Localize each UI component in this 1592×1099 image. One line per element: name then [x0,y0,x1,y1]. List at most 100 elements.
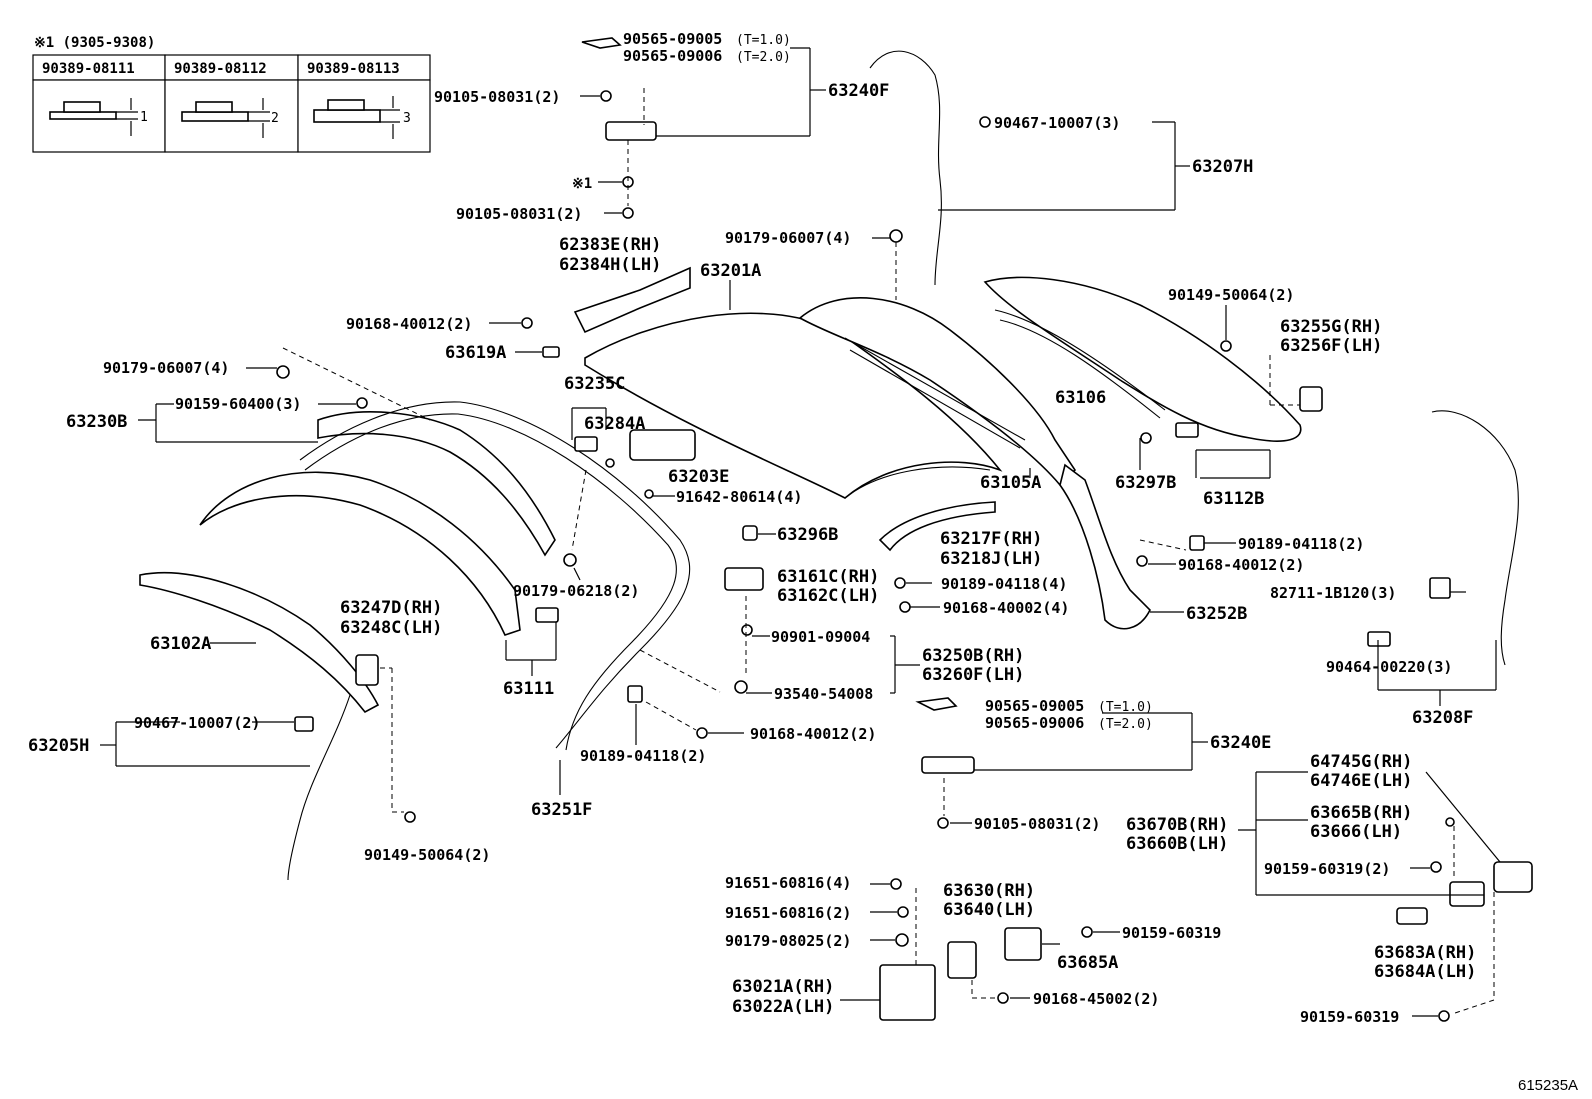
label-90565-09005-b: 90565-09005 [985,697,1084,715]
label-91642-80614-4: 91642-80614(4) [676,488,802,506]
label-thickness-1-a: (T=1.0) [736,33,791,48]
handle-64745G-shape [1493,861,1533,893]
label-90168-40012-a: 90168-40012(2) [346,315,472,333]
label-90565-09006-b: 90565-09006 [985,714,1084,732]
bracket-63685A-shape [1004,927,1042,961]
label-thickness-2-a: (T=2.0) [736,50,791,65]
spacer-table: ※1 (9305-9308) 90389-08111 90389-08112 9… [32,35,431,153]
latch-63670B-shape [1449,881,1485,907]
label-63201A: 63201A [700,261,761,281]
label-63666: 63666(LH) [1310,822,1402,842]
label-thickness-2-b: (T=2.0) [1098,717,1153,732]
leader-lines [100,47,1501,1017]
label-64745G: 64745G(RH) [1310,752,1412,772]
label-82711-1B120-3: 82711-1B120(3) [1270,584,1396,602]
label-90149-50064-b: 90149-50064(2) [364,846,490,864]
shim-90565-b-shape [915,697,958,711]
label-mark-1: ※1 [572,176,592,192]
label-63252B: 63252B [1186,604,1247,624]
clip-90464-shape [1367,631,1391,647]
front-rail-shape [139,571,380,714]
label-90168-40012-c: 90168-40012(2) [750,725,876,743]
label-64746E: 64746E(LH) [1310,771,1412,791]
label-90179-08025-2: 90179-08025(2) [725,932,851,950]
clip-82711-shape [1429,577,1451,599]
label-63240E: 63240E [1210,733,1271,753]
label-90149-50064-a: 90149-50064(2) [1168,286,1294,304]
label-63207H: 63207H [1192,157,1253,177]
label-63240F: 63240F [828,81,889,101]
label-90179-06218-2: 90179-06218(2) [513,582,639,600]
label-90565-09005-a: 90565-09005 [623,30,722,48]
label-90105-08031-a: 90105-08031(2) [434,88,560,106]
bracket-63630-shape [947,941,977,979]
label-90189-04118-b: 90189-04118(2) [580,747,706,765]
side-rail-rear-shape [1059,463,1151,630]
label-90467-10007-3: 90467-10007(3) [994,114,1120,132]
cushion-63296B-shape [742,525,758,541]
label-63284A: 63284A [584,414,645,434]
label-90159-60400-3: 90159-60400(3) [175,395,301,413]
label-63297B: 63297B [1115,473,1176,493]
label-90168-45002-2: 90168-45002(2) [1033,990,1159,1008]
rear-header-shape [798,297,1077,487]
label-63640: 63640(LH) [943,900,1035,920]
label-90179-06007-a: 90179-06007(4) [725,229,851,247]
label-63106: 63106 [1055,388,1106,408]
spacer-sketch-2: 2 [181,98,279,138]
label-90565-09006-a: 90565-09006 [623,47,722,65]
svg-text:1: 1 [140,110,148,125]
rear-cable-63207H-shape [869,50,942,286]
label-90105-08031-c: 90105-08031(2) [974,815,1100,833]
spacer-table-note: ※1 (9305-9308) [34,35,155,51]
label-63230B: 63230B [66,412,127,432]
spacer-part-2: 90389-08112 [174,61,267,77]
label-63022A: 63022A(LH) [732,997,834,1017]
label-63111: 63111 [503,679,554,699]
spacer-sketch-1: 1 [49,98,148,136]
clip-90189-b-shape [627,685,643,703]
label-63683A: 63683A(RH) [1374,943,1476,963]
shim-90565-a-shape [581,37,622,49]
part-shapes [139,37,1533,1022]
hook-63683A-shape [1396,907,1428,925]
label-90159-60319-b: 90159-60319 [1300,1008,1399,1026]
part-labels: 90565-09005 (T=1.0) 90565-09006 (T=2.0) … [28,30,1476,1026]
label-62383E: 62383E(RH) [559,235,661,255]
label-63250B: 63250B(RH) [922,646,1024,666]
plate-63235C-shape [574,436,598,452]
label-63256F: 63256F(LH) [1280,336,1382,356]
label-63102A: 63102A [150,634,211,654]
label-63670B: 63670B(RH) [1126,815,1228,835]
label-91651-60816-2: 91651-60816(2) [725,904,851,922]
clip-90467-shape [294,716,314,732]
svg-text:3: 3 [403,111,411,126]
label-63205H: 63205H [28,736,89,756]
label-63021A: 63021A(RH) [732,977,834,997]
label-90168-40002-4: 90168-40002(4) [943,599,1069,617]
label-63208F: 63208F [1412,708,1473,728]
bracket-63021A-shape [879,964,936,1021]
windshield-frame-shape [299,401,691,749]
label-63105A: 63105A [980,473,1041,493]
label-63218J: 63218J(LH) [940,549,1042,569]
label-63112B: 63112B [1203,489,1264,509]
roof-panel-shape [584,312,1003,499]
label-63630: 63630(RH) [943,881,1035,901]
latch-63247D-shape [355,654,379,686]
rear-panel-shape [983,276,1302,442]
label-90467-10007-2: 90467-10007(2) [134,714,260,732]
front-bow-shape [199,471,521,636]
label-63260F: 63260F(LH) [922,665,1024,685]
label-90901-09004: 90901-09004 [771,628,870,646]
spacer-part-3: 90389-08113 [307,61,400,77]
figure-id: 615235A [1518,1077,1578,1094]
label-63248C: 63248C(LH) [340,618,442,638]
label-90105-08031-b: 90105-08031(2) [456,205,582,223]
plate-63619A-shape [542,346,560,358]
spacer-part-1: 90389-08111 [42,61,135,77]
label-90159-60319-a: 90159-60319 [1122,924,1221,942]
label-63660B: 63660B(LH) [1126,834,1228,854]
label-63247D: 63247D(RH) [340,598,442,618]
